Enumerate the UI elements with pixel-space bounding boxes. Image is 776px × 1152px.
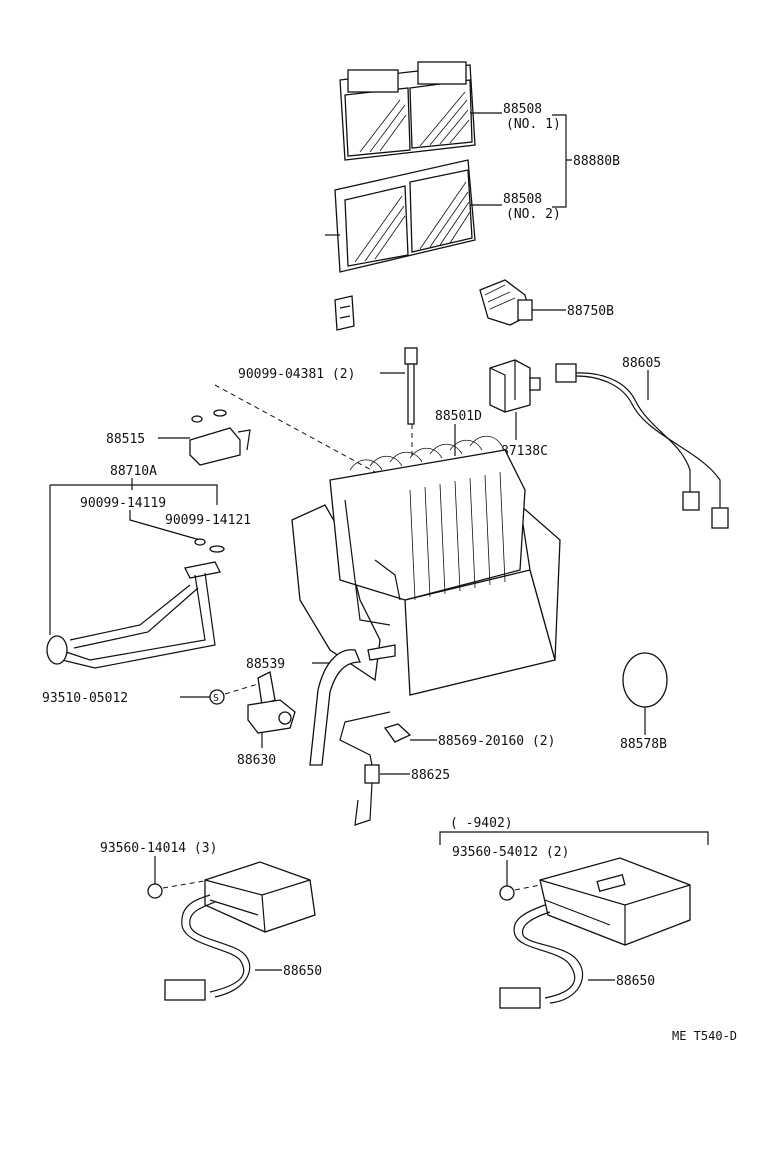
thermistor-88630 <box>247 671 296 734</box>
label-filter-no2-part: 88508 <box>503 192 542 207</box>
air-filter-no1 <box>339 61 476 161</box>
label-grommet: 88578B <box>620 737 667 752</box>
relay-87138c <box>489 359 541 413</box>
label-wire-harness: 88605 <box>622 356 661 371</box>
o-rings <box>194 538 225 553</box>
label-screw: 93510-05012 <box>42 691 128 706</box>
screw-right-symbol <box>499 885 515 901</box>
amplifier-88750b <box>479 279 533 326</box>
amplifier-left-88650 <box>164 861 316 1001</box>
filter-clip <box>334 295 355 331</box>
wire-harness-88605 <box>555 363 729 529</box>
amplifier-right-88650 <box>499 857 691 1009</box>
label-oring-2: 90099-14121 <box>165 513 251 528</box>
label-evaporator: 88501D <box>435 409 482 424</box>
label-relay: 87138C <box>501 444 548 459</box>
diagram-code: ME T540-D <box>672 1029 737 1043</box>
grommet-88578b <box>622 652 668 708</box>
label-drain-hose: 88539 <box>246 657 285 672</box>
label-amp-right: 88650 <box>616 974 655 989</box>
label-thermistor: 88630 <box>237 753 276 768</box>
label-screw-right: 93560-54012 (2) <box>452 845 569 860</box>
label-filter-set: 88880B <box>573 154 620 169</box>
label-filter-no1-part: 88508 <box>503 102 542 117</box>
drain-hose <box>309 644 396 766</box>
label-tube-assy: 88710A <box>110 464 157 479</box>
label-amplifier: 88750B <box>567 304 614 319</box>
screw-symbol <box>209 689 225 705</box>
screw-symbol-label: S <box>213 693 219 704</box>
clip-88569 <box>383 723 412 743</box>
label-filter-no1-note: (NO. 1) <box>506 117 561 132</box>
label-thermo-sensor: 88625 <box>411 768 450 783</box>
tube-assy-88710a <box>46 561 221 669</box>
label-oring-1: 90099-14119 <box>80 496 166 511</box>
air-filter-no2 <box>325 159 476 273</box>
label-expansion-valve: 88515 <box>106 432 145 447</box>
label-amp-left: 88650 <box>283 964 322 979</box>
label-clip: 88569-20160 (2) <box>438 734 555 749</box>
label-bolt: 90099-04381 (2) <box>238 367 355 382</box>
label-date-range: ( -9402) <box>450 816 513 831</box>
thermo-sensor-88625 <box>339 711 391 826</box>
expansion-valve <box>189 409 251 466</box>
screw-left-symbol <box>147 883 163 899</box>
label-filter-no2-note: (NO. 2) <box>506 207 561 222</box>
bolt <box>404 347 418 425</box>
evaporator-88501d <box>291 435 561 696</box>
label-screw-left: 93560-14014 (3) <box>100 841 217 856</box>
